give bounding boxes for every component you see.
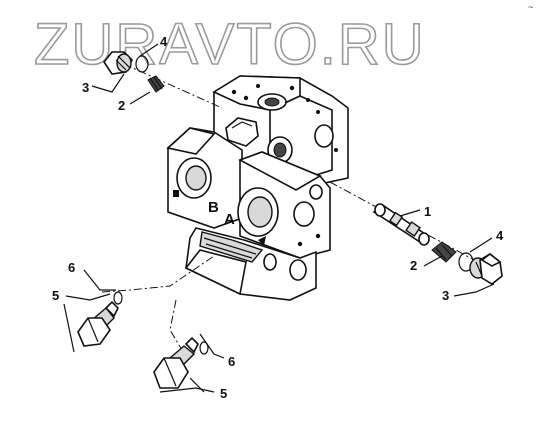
leader-line (199, 333, 225, 359)
right-small-port (309, 184, 323, 200)
left-marker-square (173, 190, 179, 197)
leader-line (453, 283, 495, 297)
leader-line (189, 377, 205, 393)
check-valve-icon (77, 300, 119, 347)
callout-6-left: 6 (68, 260, 75, 275)
head-right-port (314, 124, 334, 148)
callout-2-top: 2 (118, 98, 125, 113)
head-side-port-bore (273, 142, 287, 158)
spring-icon (431, 241, 457, 263)
spool-icon (372, 203, 430, 246)
o-ring-icon (135, 55, 149, 73)
lower-recess (199, 231, 264, 263)
bolt-hole (231, 89, 237, 95)
bolt-hole (306, 98, 310, 102)
leader-line (159, 387, 215, 393)
lower-port (289, 259, 307, 281)
callout-6-bottom: 6 (228, 354, 235, 369)
valve-left-top-face (166, 127, 216, 155)
bolt-hole (297, 241, 303, 247)
callout-5-left: 5 (52, 288, 59, 303)
right-port-bore (247, 196, 273, 228)
spring-icon (147, 75, 165, 93)
check-valve-icon (153, 336, 199, 389)
bolt-hole (243, 95, 249, 101)
left-port-bore (185, 165, 207, 191)
right-marker-arrow (258, 236, 266, 246)
callout-3-top: 3 (82, 80, 89, 95)
callout-5-bottom: 5 (220, 386, 227, 401)
bolt-hole (334, 148, 338, 152)
head-top-port-bore (264, 97, 280, 107)
bolt-hole (316, 110, 320, 114)
leader-line (83, 269, 116, 291)
leader-line (129, 91, 151, 105)
lower-left-valve-assembly: 6 5 (52, 260, 123, 353)
bottom-valve-assembly: 6 5 (153, 333, 235, 401)
leader-line (423, 255, 443, 267)
callout-1-right: 1 (424, 204, 431, 219)
right-spool-assembly: 1 4 2 3 (372, 203, 504, 303)
top-left-plug-assembly: 4 3 2 (82, 34, 168, 113)
callout-4-top: 4 (160, 34, 168, 49)
leader-line (65, 293, 111, 301)
o-ring-icon (199, 341, 209, 355)
leader-line (399, 209, 421, 217)
corner-mark: ~ (528, 2, 533, 12)
leader-line (469, 237, 493, 253)
callout-3-right: 3 (442, 288, 449, 303)
o-ring-icon (113, 291, 123, 305)
leader-line (63, 303, 75, 353)
leader-line (139, 43, 159, 57)
callout-4-right: 4 (496, 228, 504, 243)
port-label-a: A (224, 211, 235, 228)
valve-body: B A (166, 75, 349, 301)
bolt-hole (315, 233, 321, 239)
leader-line (91, 73, 125, 93)
callout-2-right: 2 (410, 258, 417, 273)
port-label-b: B (208, 199, 219, 216)
bolt-hole (256, 84, 260, 88)
watermark-text: ZURAVTO.RU (34, 12, 426, 77)
right-side-port (293, 201, 315, 227)
bolt-hole (289, 85, 295, 91)
lower-small-port (263, 253, 277, 271)
hex-plug-icon (469, 252, 503, 285)
valve-right-top-face (238, 151, 322, 191)
lower-front-face (184, 249, 247, 296)
